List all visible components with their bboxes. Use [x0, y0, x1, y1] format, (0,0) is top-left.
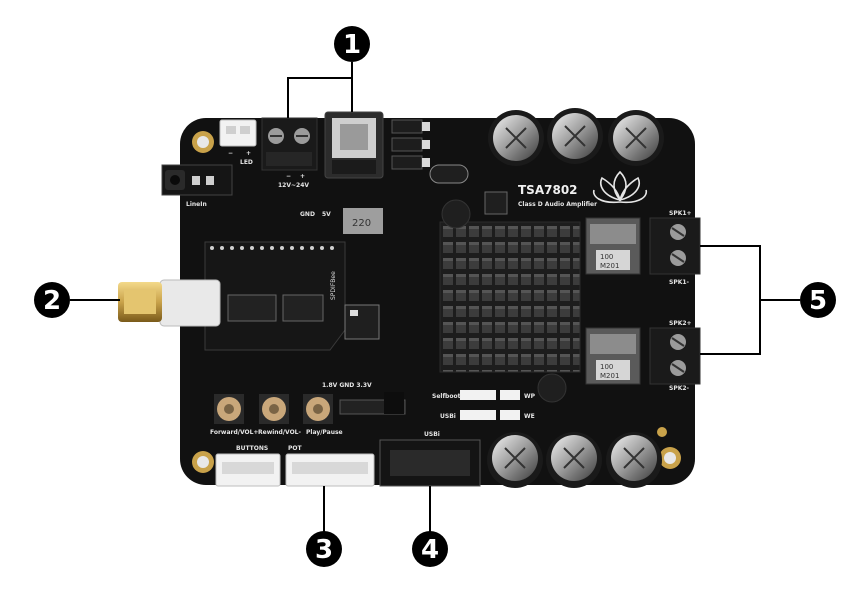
led-plus-label: + — [246, 150, 251, 157]
inductor-2-code: M201 — [600, 372, 619, 380]
dc-jack — [324, 111, 384, 179]
play-label: Play/Pause — [306, 429, 343, 436]
inductor-1-code: M201 — [600, 262, 619, 270]
chip-subtitle: Class D Audio Amplifier — [518, 201, 597, 208]
capacitors-top — [488, 108, 664, 166]
callout-3: 3 — [306, 531, 342, 567]
callout-2-number: 2 — [43, 286, 61, 316]
power-plus-label: + — [300, 173, 305, 180]
v5-label: 5V — [322, 211, 331, 218]
led-label: LED — [240, 159, 253, 166]
callout-4: 4 — [412, 531, 448, 567]
coax-input — [118, 279, 221, 327]
lotus-logo — [592, 170, 648, 204]
gnd-label: GND — [300, 211, 315, 218]
callout-3-number: 3 — [315, 535, 333, 565]
inductor-2-value: 100 — [600, 363, 613, 371]
button-rewind — [259, 394, 289, 424]
pcb-board — [180, 118, 695, 485]
buttons-connector — [215, 453, 281, 487]
callout-2: 2 — [34, 282, 70, 318]
buttons-label: BUTTONS — [236, 445, 268, 452]
daughter-board-label: SPDIFBee — [330, 271, 337, 300]
regulator-marking: 220 — [352, 218, 371, 229]
power-voltage-label: 12V~24V — [278, 182, 309, 189]
spk2-plus-label: SPK2+ — [669, 320, 692, 327]
callout-lines — [70, 62, 800, 532]
spk1-minus-label: SPK1- — [669, 279, 690, 286]
spdif-daughter-board: SPDIFBee — [204, 241, 346, 351]
callout-5: 5 — [800, 282, 836, 318]
linein-label: LineIn — [186, 201, 207, 208]
rewind-label: Rewind/VOL- — [258, 429, 302, 436]
spk2-minus-label: SPK2- — [669, 385, 690, 392]
callout-4-number: 4 — [421, 535, 439, 565]
silkscreen-labels: TSA7802 Class D Audio Amplifier 12V~24V … — [186, 150, 692, 452]
inductor-2: 100 M201 — [585, 327, 641, 385]
spk1-plus-label: SPK1+ — [669, 210, 692, 217]
voltage-jumper-header — [339, 392, 406, 415]
dsp-chip — [344, 304, 380, 340]
inductor-1: 100 M201 — [585, 217, 641, 275]
amp-ic — [484, 191, 508, 215]
pot-label: POT — [288, 445, 302, 452]
usbi-header-label: USBi — [424, 431, 440, 438]
callout-1-number: 1 — [343, 30, 361, 60]
speaker-terminal-2 — [649, 327, 701, 385]
we-label: WE — [524, 413, 535, 420]
pot-connector — [285, 453, 375, 487]
usbi-jumper-label: USBi — [440, 413, 456, 420]
led-minus-label: − — [228, 150, 233, 157]
wp-label: WP — [524, 393, 536, 400]
callout-1: 1 — [334, 26, 370, 62]
led-connector — [219, 119, 257, 147]
button-play — [303, 394, 333, 424]
power-transistors — [391, 119, 430, 170]
heatsink — [439, 221, 581, 373]
voltage-header-label: 1.8V GND 3.3V — [322, 382, 372, 389]
chip-title: TSA7802 — [518, 183, 578, 197]
capacitors-bottom — [487, 432, 662, 488]
linein-jack — [161, 164, 233, 196]
speaker-terminal-1 — [649, 217, 701, 275]
button-forward — [214, 394, 244, 424]
selfboot-jumpers — [460, 390, 520, 420]
power-terminal-block — [261, 117, 318, 171]
callout-5-number: 5 — [809, 286, 827, 316]
forward-label: Forward/VOL+ — [210, 429, 258, 436]
usbi-header-connector — [379, 439, 481, 487]
selfboot-label: Selfboot — [432, 393, 461, 400]
regulator: 220 — [343, 208, 383, 234]
inductor-1-value: 100 — [600, 253, 613, 261]
mounting-holes — [192, 131, 681, 473]
power-minus-label: − — [286, 173, 291, 180]
